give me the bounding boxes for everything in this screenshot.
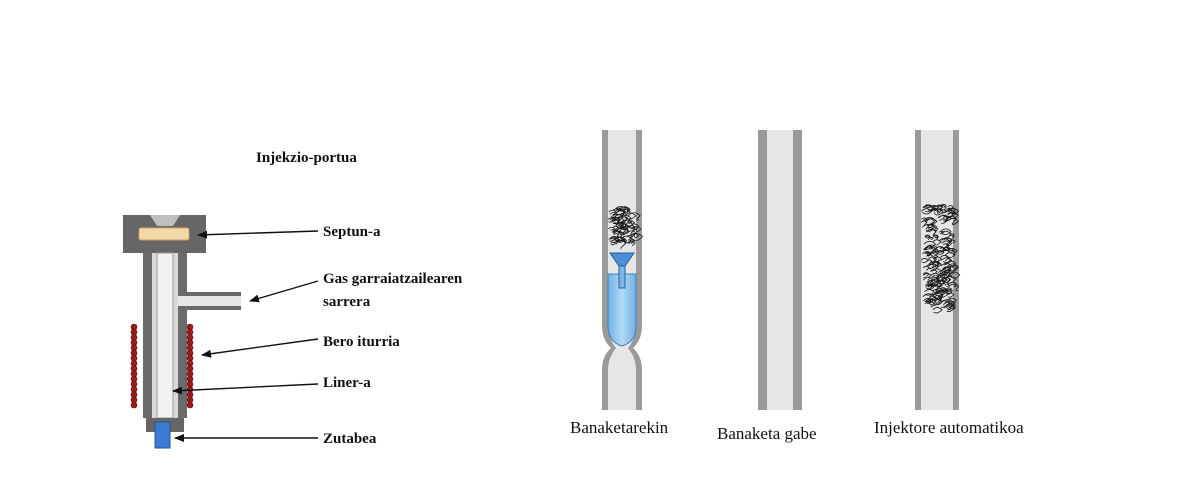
- caption-autosampler: Injektore automatikoa: [874, 418, 1024, 437]
- carrier-gas-inlet-tube: [178, 292, 241, 310]
- caption-splitless: Banaketa gabe: [717, 424, 817, 443]
- injection-port-diagram: Injekzio-portua: [123, 150, 463, 449]
- label-column: Zutabea: [174, 431, 377, 447]
- label-liner-text: Liner-a: [323, 375, 371, 391]
- label-carrier-gas-line1: Gas garraiatzailearen: [323, 271, 463, 287]
- injection-port-title: Injekzio-portua: [256, 150, 357, 166]
- septum-disk: [138, 227, 190, 241]
- label-heat-source: Bero iturria: [201, 334, 400, 358]
- label-carrier-gas: Gas garraiatzailearen sarrera: [249, 271, 463, 310]
- wool-fiber: [920, 203, 961, 314]
- glass-wool-packing: [920, 203, 961, 314]
- liner-types-diagram: Banaketarekin Banaketa gabe Injektore au…: [570, 130, 1024, 443]
- liner-split: [602, 130, 644, 410]
- caption-split: Banaketarekin: [570, 418, 669, 437]
- label-septum-text: Septun-a: [323, 224, 381, 240]
- heater-coil: [130, 323, 194, 409]
- septum-housing: [123, 215, 206, 253]
- liner-autosampler: [915, 130, 961, 410]
- label-column-text: Zutabea: [323, 431, 377, 447]
- injector-body: [143, 252, 187, 419]
- wool-fiber: [607, 205, 644, 249]
- glass-wool-plug: [607, 205, 644, 249]
- column-tube: [154, 421, 171, 449]
- label-carrier-gas-line2: sarrera: [323, 294, 371, 310]
- coil-bead: [186, 401, 194, 409]
- label-septum: Septun-a: [197, 224, 381, 240]
- coil-bead: [130, 401, 138, 409]
- label-heat-source-text: Bero iturria: [323, 334, 400, 350]
- liner-splitless: [758, 130, 802, 410]
- label-liner: Liner-a: [172, 375, 371, 395]
- sample-liquid: [607, 273, 637, 347]
